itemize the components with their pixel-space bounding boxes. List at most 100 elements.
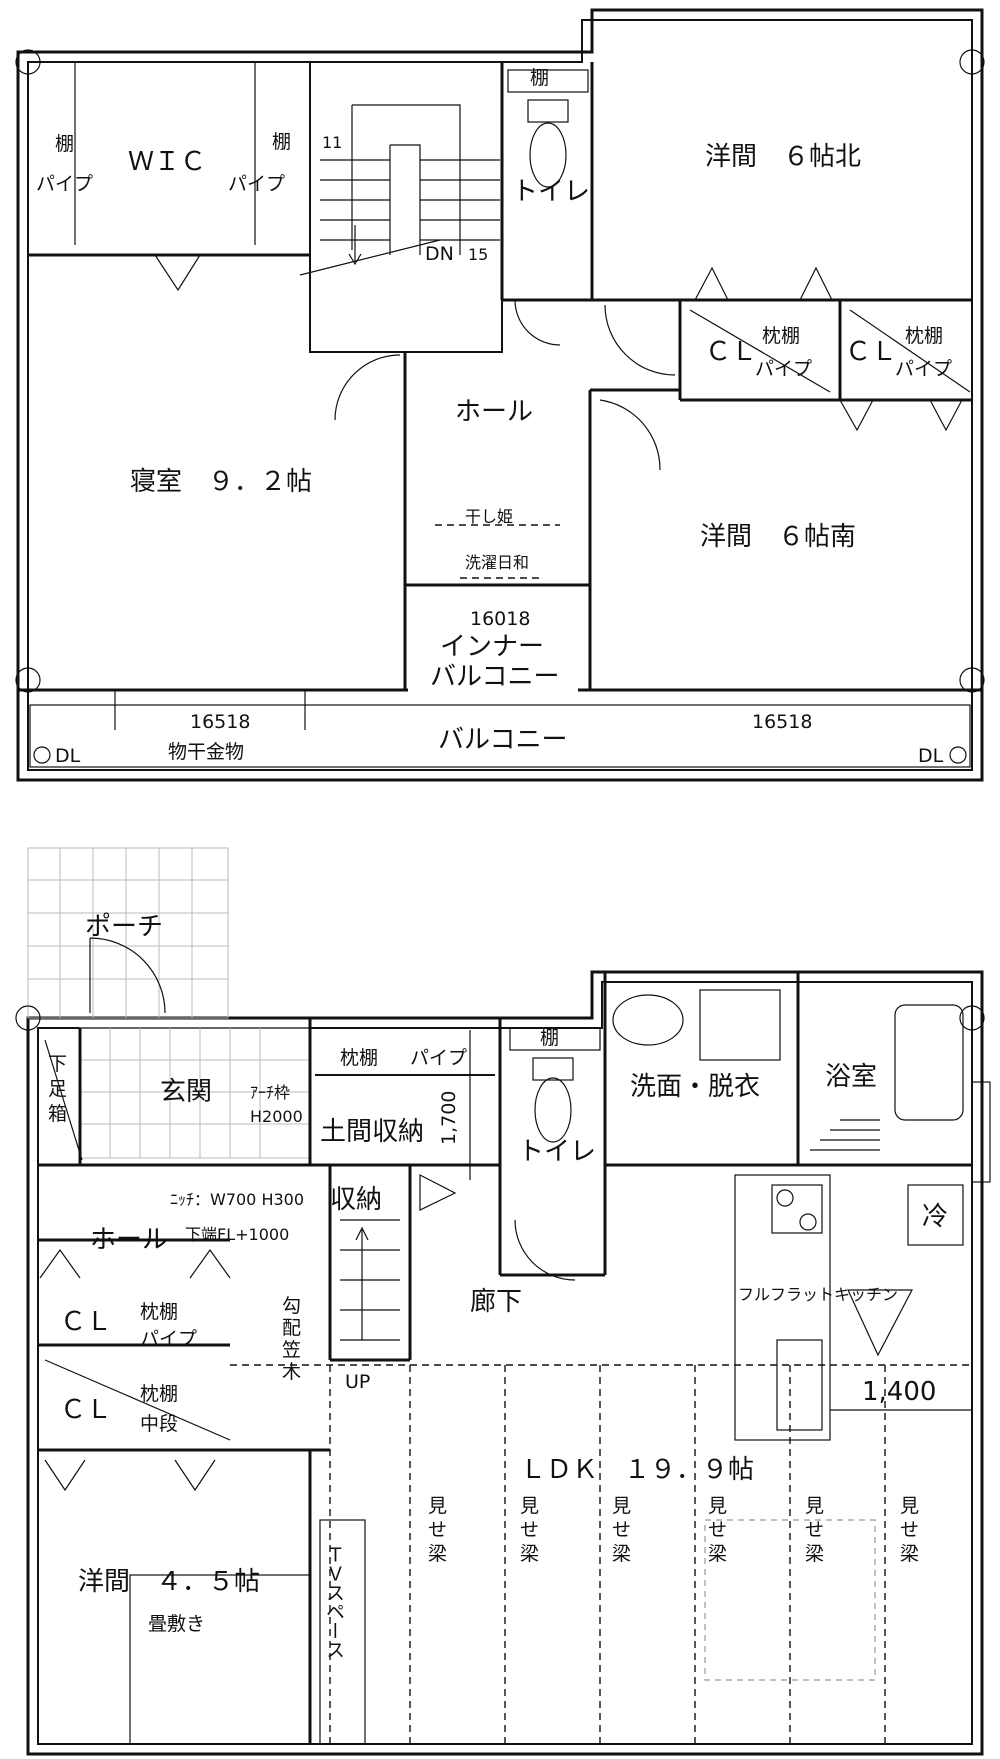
sentaku-biyori-label: 洗濯日和 <box>465 553 529 572</box>
lower-exterior-wall <box>26 970 984 1756</box>
beam-label-2: せ <box>520 1519 539 1541</box>
fridge-label: 冷 <box>922 1202 948 1232</box>
upper-toilet-label: トイレ <box>512 177 590 207</box>
south-room-label: 洋間 ６帖南 <box>700 522 856 552</box>
hall-closet-walls <box>38 1165 412 1452</box>
stair-core <box>389 144 421 255</box>
burner-icon <box>799 1213 817 1231</box>
kitchen-stove-icon <box>771 1184 823 1234</box>
lower-stair-up-arrow <box>355 1226 369 1340</box>
north-room-door-swing <box>604 304 676 376</box>
burner-icon <box>776 1189 794 1207</box>
upper-exterior-wall-inner <box>27 19 973 771</box>
closet-right-shelf-label: 枕棚 <box>905 325 943 347</box>
ldk-label: ＬＤＫ １９．９帖 <box>520 1455 754 1485</box>
tv-space-label: ＴＶスペース <box>323 1545 345 1659</box>
lower-toilet-door-swing <box>514 1219 576 1281</box>
hall-cl-label-1: ＣＬ <box>60 1307 112 1337</box>
inner-balcony-code: 16018 <box>470 608 530 630</box>
wic-shelf-right-label: 棚 <box>272 131 291 153</box>
upper-toilet-tank-icon <box>527 99 569 123</box>
earth-storage-shelf-label: 枕棚 <box>340 1047 378 1069</box>
earth-storage-pipe-label: パイプ <box>410 1047 467 1069</box>
upper-toilet-walls <box>500 62 594 302</box>
entrance-tiles <box>80 1028 310 1158</box>
kitchen-counter <box>734 1174 831 1441</box>
bedroom-label: 寝室 ９．２帖 <box>130 467 312 497</box>
hall-cl-shelf-label: 枕棚 <box>140 1301 178 1323</box>
storage-label: 収納 <box>330 1185 382 1215</box>
hall-door-swings <box>334 354 661 471</box>
shoe-box-label-1: 下 <box>48 1053 67 1075</box>
earth-storage-label: 土間収納 <box>320 1117 424 1147</box>
storage-door-symbol <box>419 1174 457 1211</box>
shoe-box-label-2: 足 <box>48 1078 67 1100</box>
slope-label-2: 配 <box>282 1317 301 1339</box>
slope-label-4: 木 <box>282 1361 301 1383</box>
beam-label-2: せ <box>805 1519 824 1541</box>
hall-walls <box>403 352 680 690</box>
closets-walls <box>678 300 972 402</box>
beam-label-2: せ <box>612 1519 631 1541</box>
closet-left-cl-label: ＣＬ <box>705 337 757 367</box>
wic-shelf-left-label: 棚 <box>55 133 74 155</box>
tatami-area <box>129 1574 311 1745</box>
inner-balcony-label-2: バルコニー <box>430 662 559 692</box>
stair-up-count: 11 <box>322 133 342 152</box>
slope-label-1: 勾 <box>282 1295 301 1317</box>
beam-label-3: 梁 <box>428 1543 447 1565</box>
arch-height-label: H2000 <box>250 1107 303 1126</box>
balcony-code-left: 16518 <box>190 711 250 733</box>
stair-treads <box>320 159 500 241</box>
north-room-closet-doors <box>694 266 833 301</box>
lower-exterior-wall-inner <box>37 981 973 1745</box>
kitchen-sink-icon <box>776 1339 823 1431</box>
tv-space-box <box>319 1519 366 1745</box>
stair-cut-line <box>299 239 441 276</box>
upper-toilet-door-swing <box>514 299 561 346</box>
upper-exterior-wall <box>16 8 984 782</box>
beam-label-3: 梁 <box>805 1543 824 1565</box>
hall-door-symbols <box>39 1248 231 1279</box>
western-closet-doors <box>44 1459 216 1492</box>
beam-label-1: 見 <box>612 1495 631 1517</box>
lower-toilet-shelf-label: 棚 <box>540 1027 559 1049</box>
column-marker <box>15 49 41 75</box>
entrance-label: 玄関 <box>160 1077 212 1107</box>
beam-label-2: せ <box>428 1519 447 1541</box>
stair-up-label: UP <box>345 1371 370 1393</box>
beam-label-1: 見 <box>900 1495 919 1517</box>
exposed-beam-lines <box>329 1365 886 1744</box>
niche-spec-label: ﾆｯﾁ：W700 H300 <box>170 1190 304 1209</box>
column-marker <box>959 1005 985 1031</box>
closet-left-shelf-label: 枕棚 <box>762 325 800 347</box>
porch-label: ポーチ <box>85 912 163 942</box>
closet-left-pipe-label: パイプ <box>755 358 812 380</box>
upper-toilet-bowl-icon <box>529 122 567 188</box>
beam-label-1: 見 <box>708 1495 727 1517</box>
western-room-label: 洋間 ４．５帖 <box>78 1567 260 1597</box>
beam-label-1: 見 <box>520 1495 539 1517</box>
lower-floor-labels: ポーチ 下 足 箱 玄関 ｱｰﾁ枠 H2000 枕棚 パイプ 土間収納 1,70… <box>48 912 948 1659</box>
upper-hall-label: ホール <box>455 397 533 427</box>
balcony-area <box>29 704 971 768</box>
wic-door-symbol <box>154 254 201 292</box>
beam-label-3: 梁 <box>900 1543 919 1565</box>
drain-label-left: DL <box>55 745 81 767</box>
fridge-box <box>907 1184 964 1246</box>
washroom-label: 洗面・脱衣 <box>630 1072 760 1102</box>
exposed-beam-labels: 見 せ 梁 見 せ 梁 見 せ 梁 見 せ 梁 見 せ 梁 見 せ 梁 <box>428 1495 919 1565</box>
closet-right-pipe-label: パイプ <box>895 358 952 380</box>
balcony-code-right: 16518 <box>752 711 812 733</box>
lower-hall-label: ホール <box>90 1225 168 1255</box>
arch-frame-label: ｱｰﾁ枠 <box>250 1083 290 1102</box>
balcony-window-marks <box>114 689 870 730</box>
closet-pipe-lines <box>689 309 971 393</box>
wic-label: ＷＩＣ <box>128 147 206 177</box>
lower-toilet-label: トイレ <box>518 1137 596 1167</box>
balcony-label: バルコニー <box>438 725 567 755</box>
lower-toilet-tank-icon <box>532 1057 574 1081</box>
beam-label-2: せ <box>900 1519 919 1541</box>
wic-pipe-left-label: パイプ <box>36 173 93 195</box>
